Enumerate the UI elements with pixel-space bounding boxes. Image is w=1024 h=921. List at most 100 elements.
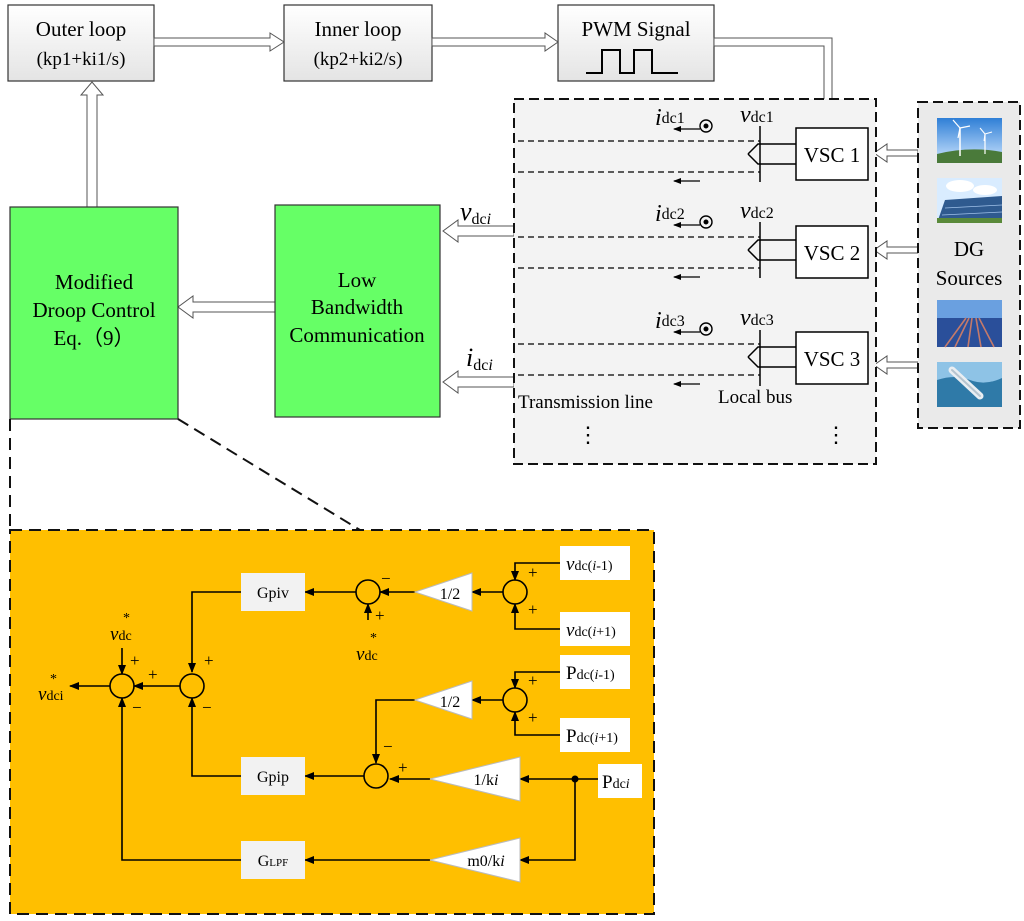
vdci-signal-label: vdci — [460, 197, 491, 228]
gain-inv-k — [429, 756, 521, 802]
vdc-star-left-mark: * — [123, 611, 130, 626]
gain-m0-k — [429, 837, 521, 883]
gain-m0-k-label: m0/ki — [467, 853, 504, 870]
arrow-outer-to-inner — [153, 32, 285, 52]
vsc-3-block: VSC 3 — [795, 331, 869, 385]
current-arrows — [673, 126, 700, 387]
gpip-block — [241, 757, 305, 795]
comm-line1: Low — [338, 268, 377, 292]
vsc-1-label: VSC 1 — [804, 143, 861, 167]
gain-half-mid — [413, 680, 473, 720]
summing-junctions — [109, 579, 528, 789]
branch-point — [571, 775, 579, 783]
gain-inv-k-label: 1/ki — [474, 772, 499, 789]
pwm-waveform-icon — [586, 49, 678, 74]
vdc-star-label: vdc — [356, 644, 378, 665]
idc1-label: idc1 — [655, 105, 685, 131]
arrow-droop-to-outer — [79, 81, 105, 208]
idc3-label: idc3 — [655, 308, 685, 334]
sign-plus-9: + — [148, 665, 158, 684]
pwm-signal-block: PWM Signal — [557, 4, 715, 82]
arrow-dg-to-vsc1 — [873, 143, 919, 163]
bus-voltage-labels: vdc1 vdc2 vdc3 — [740, 102, 774, 331]
grid-lines — [518, 140, 760, 376]
vdci-star-mark: * — [50, 672, 57, 687]
gpiv-block — [241, 573, 305, 611]
gpiv-label: Gpiv — [257, 585, 289, 602]
sum-power-error — [363, 763, 389, 789]
arrow-dg-to-vsc2 — [873, 240, 919, 260]
sign-plus-3: + — [375, 606, 385, 625]
comm-line2: Bandwidth — [311, 295, 404, 319]
control-detail-panel — [9, 529, 655, 915]
gain-half-mid-label: 1/2 — [440, 694, 460, 711]
sum-output — [109, 673, 135, 699]
droop-line3: Eq.（9） — [53, 326, 134, 350]
vdc-star-left-label: vdc — [110, 624, 132, 645]
ellipsis-right: ⋮ — [825, 422, 847, 447]
outer-loop-gain: (kp1+ki1/s) — [37, 49, 126, 70]
control-wiring — [69, 562, 598, 864]
idci-signal-label: idci — [466, 343, 493, 374]
sign-minus-2: − — [383, 737, 393, 756]
sum-vdc-neighbors — [502, 579, 528, 605]
sum-voltage-error — [355, 579, 381, 605]
pwm-signal-label: PWM Signal — [581, 17, 690, 41]
glpf-block — [241, 841, 305, 879]
vdc1-label: vdc1 — [740, 102, 774, 128]
arrow-vdci-in — [442, 219, 515, 243]
vsc-3-label: VSC 3 — [804, 347, 861, 371]
droop-line2: Droop Control — [32, 298, 155, 322]
vdci-star-label: vdci — [38, 684, 64, 705]
local-bus-bars — [747, 126, 796, 386]
sign-plus-8: + — [130, 651, 140, 670]
wind-turbine-icon — [937, 118, 1002, 163]
pdc-next-box — [560, 718, 630, 752]
transmission-line-label: Transmission line — [518, 392, 653, 413]
vdc-prev-box — [560, 546, 630, 580]
sum-pi-outputs — [179, 673, 205, 699]
comm-line3: Communication — [289, 323, 425, 347]
gpip-label: Gpip — [257, 769, 289, 786]
pdc-prev-label: Pdc(i-1) — [566, 663, 615, 684]
pdci-box — [598, 764, 642, 798]
outer-loop-block: Outer loop (kp1+ki1/s) — [7, 4, 155, 82]
vdc-next-box — [560, 612, 630, 646]
vdc-star-mark: * — [370, 631, 377, 646]
junction-signs: + + − + + + − + + − + + − — [130, 563, 538, 777]
dg-line2: Sources — [936, 266, 1003, 290]
arrow-dg-to-vsc3 — [873, 355, 919, 375]
tf-blocks — [241, 573, 305, 879]
input-boxes — [560, 546, 642, 798]
sign-plus-1: + — [528, 563, 538, 582]
sign-minus-4: − — [132, 698, 142, 717]
sign-plus-2: + — [528, 600, 538, 619]
vsc-1-block: VSC 1 — [795, 127, 869, 181]
line-current-labels: idc1 idc2 idc3 — [655, 105, 685, 334]
inner-loop-block: Inner loop (kp2+ki2/s) — [283, 4, 433, 82]
sign-minus-1: − — [381, 569, 391, 588]
wave-energy-icon — [937, 362, 1002, 407]
sign-plus-7: + — [204, 651, 214, 670]
communication-block: Low Bandwidth Communication — [274, 204, 441, 418]
sign-plus-6: + — [398, 758, 408, 777]
sign-minus-3: − — [202, 698, 212, 717]
arrow-inner-to-pwm — [431, 32, 559, 52]
sum-pdc-neighbors — [502, 687, 528, 713]
droop-control-block: Modified Droop Control Eq.（9） — [9, 206, 179, 420]
outer-loop-title: Outer loop — [36, 17, 126, 41]
dg-line1: DG — [954, 237, 984, 261]
inner-loop-gain: (kp2+ki2/s) — [314, 49, 403, 70]
local-bus-label: Local bus — [718, 387, 792, 408]
arrow-idci-in — [442, 370, 515, 394]
vdc3-label: vdc3 — [740, 305, 774, 331]
vsc-2-label: VSC 2 — [804, 241, 861, 265]
idc2-label: idc2 — [655, 201, 685, 227]
vdc-next-label: vdc(i+1) — [566, 620, 616, 641]
inner-loop-title: Inner loop — [315, 17, 402, 41]
gain-half-top-label: 1/2 — [440, 586, 460, 603]
sign-plus-4: + — [528, 671, 538, 690]
pdc-next-label: Pdc(i+1) — [566, 726, 618, 747]
pdci-label: Pdci — [602, 772, 630, 793]
